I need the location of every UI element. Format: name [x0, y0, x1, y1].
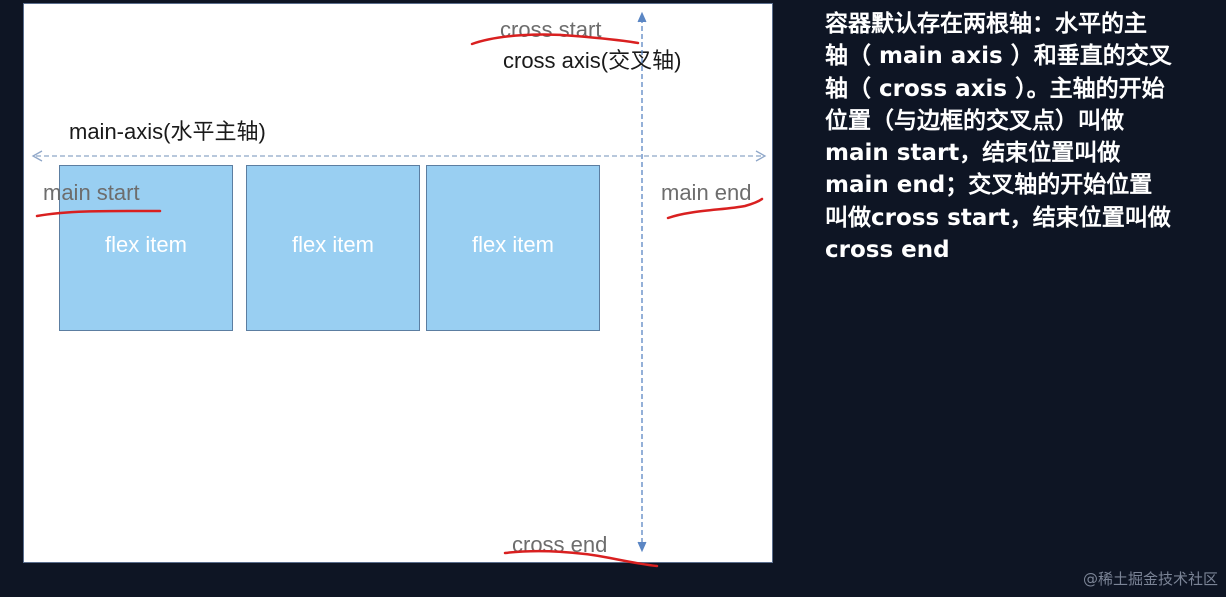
- cross-end-label: cross end: [512, 532, 608, 557]
- main-start-label: main start: [43, 180, 140, 205]
- main-axis-label: main-axis(水平主轴): [69, 119, 266, 144]
- cross-axis-label: cross axis(交叉轴): [503, 48, 682, 73]
- explanation-text: 容器默认存在两根轴：水平的主 轴（ main axis ）和垂直的交叉 轴（ c…: [825, 11, 1172, 264]
- flex-diagram: cross start cross axis(交叉轴) main-axis(水平…: [23, 3, 773, 563]
- flex-item-label: flex item: [472, 232, 554, 257]
- flex-item-3: flex item: [426, 165, 600, 331]
- cross-start-label: cross start: [500, 17, 602, 42]
- main-end-label: main end: [661, 180, 752, 205]
- flex-item-1: flex item: [59, 165, 233, 331]
- flex-item-label: flex item: [105, 232, 187, 257]
- watermark: @稀土掘金技术社区: [1082, 570, 1218, 588]
- flex-item-label: flex item: [292, 232, 374, 257]
- flex-item-2: flex item: [246, 165, 420, 331]
